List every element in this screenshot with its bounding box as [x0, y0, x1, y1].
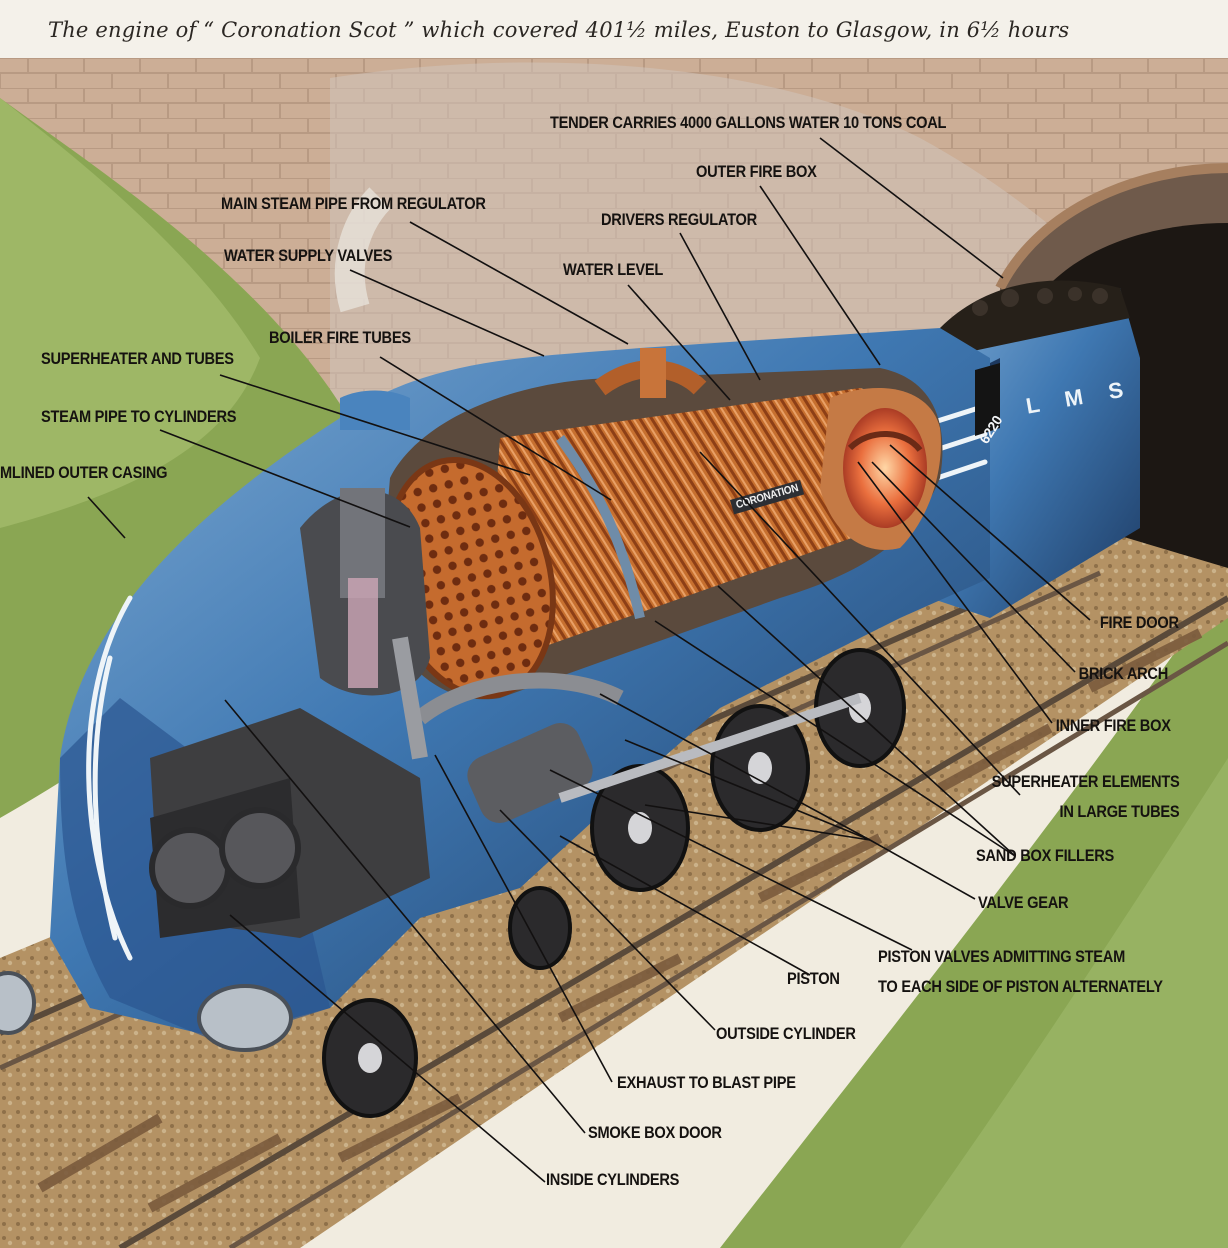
label-piston-valves-line1: PISTON VALVES ADMITTING STEAM [878, 947, 1126, 966]
label-sand-box-fillers: SAND BOX FILLERS [976, 846, 1115, 865]
label-brick-arch: BRICK ARCH [1078, 664, 1169, 683]
label-inside-cylinders: INSIDE CYLINDERS [546, 1170, 680, 1189]
label-piston: PISTON [787, 969, 840, 988]
label-valve-gear: VALVE GEAR [978, 893, 1069, 912]
label-smoke-box-door: SMOKE BOX DOOR [588, 1123, 722, 1142]
label-water-level: WATER LEVEL [563, 260, 664, 279]
label-superheater-elements-line2: IN LARGE TUBES [1059, 802, 1179, 821]
label-drivers-regulator: DRIVERS REGULATOR [601, 210, 757, 229]
label-tender: TENDER CARRIES 4000 GALLONS WATER 10 TON… [550, 113, 947, 132]
label-steam-pipe-to-cylinders: STEAM PIPE TO CYLINDERS [41, 407, 237, 426]
label-water-supply-valves: WATER SUPPLY VALVES [224, 246, 393, 265]
label-outer-fire-box: OUTER FIRE BOX [696, 162, 817, 181]
label-fire-door: FIRE DOOR [1100, 613, 1179, 632]
label-piston-valves-line2: TO EACH SIDE OF PISTON ALTERNATELY [878, 977, 1163, 996]
label-superheater-and-tubes: SUPERHEATER AND TUBES [41, 349, 234, 368]
label-main-steam-pipe: MAIN STEAM PIPE FROM REGULATOR [221, 194, 486, 213]
label-boiler-fire-tubes: BOILER FIRE TUBES [269, 328, 411, 347]
locomotive-illustration [0, 58, 1228, 1248]
label-outside-cylinder: OUTSIDE CYLINDER [716, 1024, 856, 1043]
label-exhaust-to-blast-pipe: EXHAUST TO BLAST PIPE [617, 1073, 796, 1092]
label-streamlined-outer-casing: MLINED OUTER CASING [0, 463, 168, 482]
caption-band: The engine of “ Coronation Scot ” which … [0, 0, 1228, 58]
label-superheater-elements-line1: SUPERHEATER ELEMENTS [991, 772, 1179, 791]
cab-side [975, 363, 1000, 436]
label-inner-fire-box: INNER FIRE BOX [1056, 716, 1171, 735]
caption: The engine of “ Coronation Scot ” which … [48, 18, 1070, 42]
